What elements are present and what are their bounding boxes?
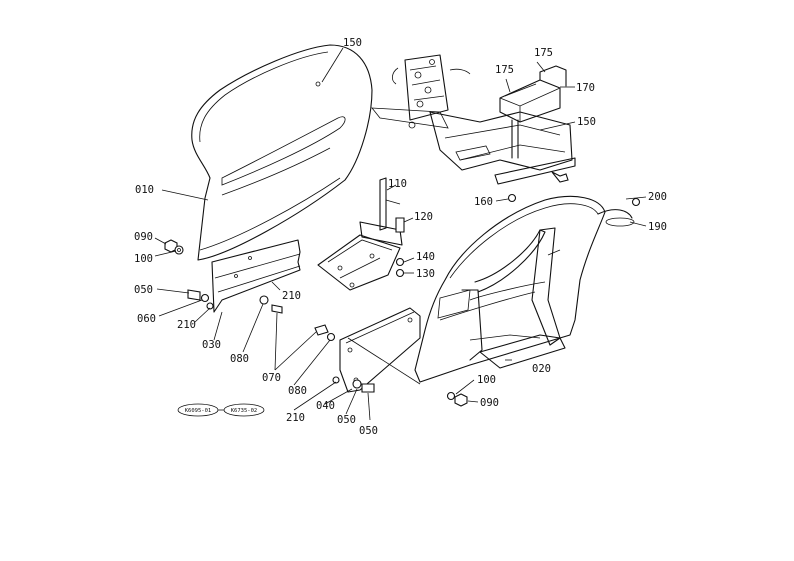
label-175-right: 175 <box>534 47 553 59</box>
label-050-bottom: 050 <box>337 414 356 426</box>
label-070: 070 <box>262 372 281 384</box>
label-190: 190 <box>648 221 667 233</box>
label-090-right: 090 <box>480 397 499 409</box>
label-080-right: 080 <box>288 385 307 397</box>
label-050-lower: 050 <box>359 425 378 437</box>
label-050-left: 050 <box>134 284 153 296</box>
left-hardware <box>164 239 283 314</box>
label-010: 010 <box>135 184 154 196</box>
center-bracket-part <box>317 177 405 291</box>
reference-oval-2 <box>223 403 265 417</box>
label-210-left: 210 <box>177 319 196 331</box>
label-030: 030 <box>202 339 221 351</box>
reference-oval-1-text: K6095-01 <box>185 408 212 414</box>
label-040: 040 <box>316 400 335 412</box>
label-175-left: 175 <box>495 64 514 76</box>
label-210-right: 210 <box>282 290 301 302</box>
reference-oval-2-text: K6735-02 <box>231 408 258 414</box>
label-090-left: 090 <box>134 231 153 243</box>
bracket-030-part <box>211 239 301 313</box>
label-210-bottom: 210 <box>286 412 305 424</box>
label-020: 020 <box>532 363 551 375</box>
label-100-right: 100 <box>477 374 496 386</box>
label-160: 160 <box>474 196 493 208</box>
label-060: 060 <box>137 313 156 325</box>
leader-lines <box>154 47 647 421</box>
label-130: 130 <box>416 268 435 280</box>
left-fender-part <box>191 44 373 261</box>
label-080-left: 080 <box>230 353 249 365</box>
reference-ovals: K6095-01 K6735-02 <box>177 403 265 417</box>
label-140: 140 <box>416 251 435 263</box>
top-mechanism-part <box>371 54 576 203</box>
label-150-right: 150 <box>577 116 596 128</box>
label-110: 110 <box>388 178 407 190</box>
label-150-top: 150 <box>343 37 362 49</box>
label-100-left: 100 <box>134 253 153 265</box>
label-170: 170 <box>576 82 595 94</box>
part-labels: 150 175 175 170 150 010 110 120 160 200 … <box>134 37 667 437</box>
right-fender-part <box>414 195 641 407</box>
label-120: 120 <box>414 211 433 223</box>
label-200: 200 <box>648 191 667 203</box>
plate-040-part <box>314 307 421 393</box>
